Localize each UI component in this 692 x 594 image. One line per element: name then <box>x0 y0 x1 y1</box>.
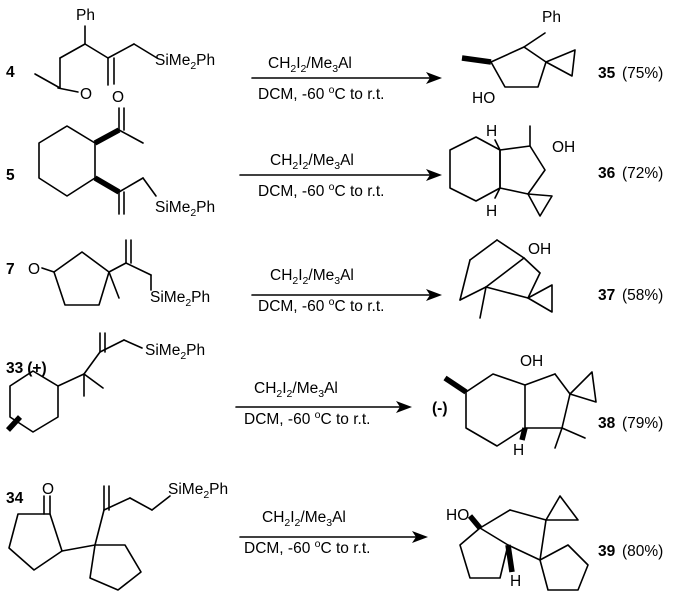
ring-fusion-h: H <box>513 442 524 459</box>
product-phenyl: Ph <box>542 9 561 26</box>
yield-39: (80%) <box>622 543 663 560</box>
reaction-arrow-1 <box>251 72 442 84</box>
product-hydroxyl: OH <box>528 241 551 258</box>
reactant-label-7: 7 <box>6 261 15 278</box>
reactant-7-structure <box>41 239 152 306</box>
yield-37: (58%) <box>622 287 663 304</box>
carbonyl-oxygen: O <box>28 261 40 278</box>
reaction-arrow-3 <box>251 289 442 301</box>
product-hydroxyl: OH <box>520 353 543 370</box>
silyl-group: SiMe2Ph <box>145 342 205 362</box>
product-35-structure <box>461 32 576 88</box>
reactant-label-34: 34 <box>6 490 24 507</box>
reactant-34-structure <box>8 485 171 591</box>
product-hydroxyl: HO <box>446 507 469 524</box>
product-label-38: 38 <box>598 415 616 432</box>
silyl-group: SiMe2Ph <box>150 289 210 309</box>
solvent-text-1: DCM, -60 oC to r.t. <box>258 84 384 103</box>
reactant-label-4: 4 <box>6 64 15 81</box>
phenyl-label: Ph <box>76 7 95 24</box>
product-hydroxyl: OH <box>552 139 575 156</box>
reagent-text-3: CH2I2/Me3Al <box>270 267 354 287</box>
reaction-row-2: 5 O SiMe2Ph CH2I2/Me3Al DCM, -60 oC to r… <box>6 89 663 220</box>
reagent-text-5: CH2I2/Me3Al <box>262 509 346 529</box>
carbonyl-oxygen: O <box>42 481 54 498</box>
carbonyl-oxygen: O <box>80 86 92 103</box>
solvent-text-4: DCM, -60 oC to r.t. <box>244 409 370 428</box>
ring-fusion-h-bottom: H <box>486 203 497 220</box>
reaction-row-1: 4 Ph O SiMe2Ph CH2I2/Me3Al DCM, -60 oC t… <box>6 7 663 107</box>
reaction-arrow-5 <box>239 531 428 543</box>
reaction-row-3: 7 O SiMe2Ph CH2I2/Me3Al DCM, -60 oC to r… <box>6 239 663 319</box>
product-label-35: 35 <box>598 65 616 82</box>
reaction-arrow-2 <box>239 169 442 181</box>
reagent-text-2: CH2I2/Me3Al <box>270 152 354 172</box>
reagent-text-1: CH2I2/Me3Al <box>268 55 352 75</box>
reactant-33-structure <box>5 332 143 433</box>
product-39-structure <box>459 495 589 591</box>
product-38-structure <box>443 371 597 449</box>
product-sign-38: (-) <box>432 400 448 417</box>
product-label-36: 36 <box>598 165 616 182</box>
ring-fusion-h: H <box>510 573 521 590</box>
reactant-label-33: 33(+) <box>6 360 47 377</box>
reactant-5-structure <box>38 107 157 215</box>
reactant-label-5: 5 <box>6 167 15 184</box>
reaction-row-5: 34 O SiMe2Ph CH2I2/Me3Al DCM, -60 oC to … <box>6 481 663 591</box>
reactant-4-structure <box>34 25 158 93</box>
yield-36: (72%) <box>622 165 663 182</box>
silyl-group: SiMe2Ph <box>155 199 215 219</box>
product-36-structure <box>449 125 553 217</box>
silyl-group: SiMe2Ph <box>155 52 215 72</box>
reagent-text-4: CH2I2/Me3Al <box>254 380 338 400</box>
carbonyl-oxygen: O <box>112 89 124 106</box>
product-label-39: 39 <box>598 543 616 560</box>
yield-35: (75%) <box>622 65 663 82</box>
product-37-structure <box>459 239 553 319</box>
ring-fusion-h-top: H <box>486 123 497 140</box>
product-label-37: 37 <box>598 287 615 304</box>
product-hydroxyl: HO <box>472 90 495 107</box>
reaction-arrow-4 <box>235 401 412 413</box>
silyl-group: SiMe2Ph <box>168 481 228 501</box>
solvent-text-3: DCM, -60 oC to r.t. <box>258 296 384 315</box>
solvent-text-2: DCM, -60 oC to r.t. <box>258 181 384 200</box>
yield-38: (79%) <box>622 415 663 432</box>
reaction-row-4: 33(+) SiMe2Ph CH2I2/Me3Al DCM, -60 oC to… <box>5 332 663 459</box>
solvent-text-5: DCM, -60 oC to r.t. <box>244 538 370 557</box>
